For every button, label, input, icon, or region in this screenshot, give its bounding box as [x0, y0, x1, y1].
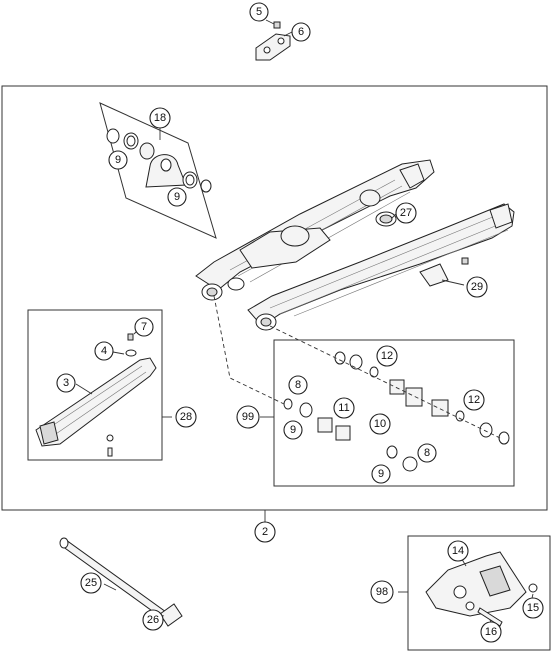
svg-text:3: 3 [63, 377, 69, 389]
callout-8-right: 8 [417, 443, 437, 463]
svg-text:5: 5 [256, 6, 262, 18]
svg-text:26: 26 [147, 614, 159, 626]
svg-text:10: 10 [374, 418, 386, 430]
callout-98: 98 [370, 580, 394, 604]
callout-6: 6 [291, 22, 311, 42]
callout-9-bearing-left: 9 [108, 150, 128, 170]
axle-and-nut [59, 537, 183, 627]
svg-text:99: 99 [242, 411, 254, 423]
svg-text:8: 8 [295, 379, 301, 391]
callout-16: 16 [480, 621, 502, 643]
callout-4: 4 [94, 341, 114, 361]
svg-text:7: 7 [141, 321, 147, 333]
svg-text:4: 4 [101, 345, 107, 357]
svg-text:2: 2 [262, 526, 268, 538]
callout-15: 15 [522, 597, 544, 619]
pivot-bearing-group-frame [273, 339, 515, 487]
svg-text:14: 14 [452, 545, 464, 557]
chain-guide-parts [425, 551, 538, 627]
chain-slider-parts [35, 333, 157, 457]
callout-5: 5 [249, 2, 269, 22]
top-bracket-part [255, 21, 291, 61]
svg-text:29: 29 [471, 281, 483, 293]
swingarm-main-body [195, 159, 515, 331]
svg-text:25: 25 [85, 577, 97, 589]
callout-9-bearing-right: 9 [167, 187, 187, 207]
callout-8-left: 8 [288, 375, 308, 395]
callout-29: 29 [466, 276, 488, 298]
bearing-kit-parts [106, 128, 212, 193]
callout-7: 7 [134, 317, 154, 337]
callout-28: 28 [175, 406, 197, 428]
svg-text:8: 8 [424, 447, 430, 459]
svg-text:15: 15 [527, 602, 539, 614]
callout-99: 99 [236, 405, 260, 429]
callout-12-right: 12 [463, 389, 485, 411]
svg-text:9: 9 [290, 424, 296, 436]
callout-26: 26 [142, 609, 164, 631]
svg-text:18: 18 [154, 112, 166, 124]
svg-text:11: 11 [338, 402, 349, 414]
callout-9-pivot-left: 9 [283, 420, 303, 440]
svg-text:16: 16 [485, 626, 497, 638]
svg-text:27: 27 [400, 207, 412, 219]
chain-slider-group-frame [27, 309, 163, 461]
callout-12-top: 12 [376, 345, 398, 367]
callout-3: 3 [56, 373, 76, 393]
chain-guide-group-frame [407, 535, 551, 651]
svg-text:9: 9 [378, 468, 384, 480]
callout-10: 10 [369, 413, 391, 435]
callout-2: 2 [254, 521, 276, 543]
callout-27: 27 [395, 202, 417, 224]
callout-18: 18 [149, 107, 171, 129]
svg-text:9: 9 [115, 154, 121, 166]
svg-text:12: 12 [468, 394, 480, 406]
swingarm-assembly-frame [1, 85, 548, 511]
svg-text:12: 12 [381, 350, 393, 362]
svg-text:98: 98 [376, 586, 388, 598]
callout-25: 25 [80, 572, 102, 594]
svg-text:9: 9 [174, 191, 180, 203]
callout-9-pivot-right: 9 [371, 464, 391, 484]
svg-text:6: 6 [298, 26, 304, 38]
pivot-bearing-parts [283, 351, 510, 472]
callout-14: 14 [447, 540, 469, 562]
svg-text:28: 28 [180, 411, 192, 423]
callout-11: 11 [333, 397, 355, 419]
